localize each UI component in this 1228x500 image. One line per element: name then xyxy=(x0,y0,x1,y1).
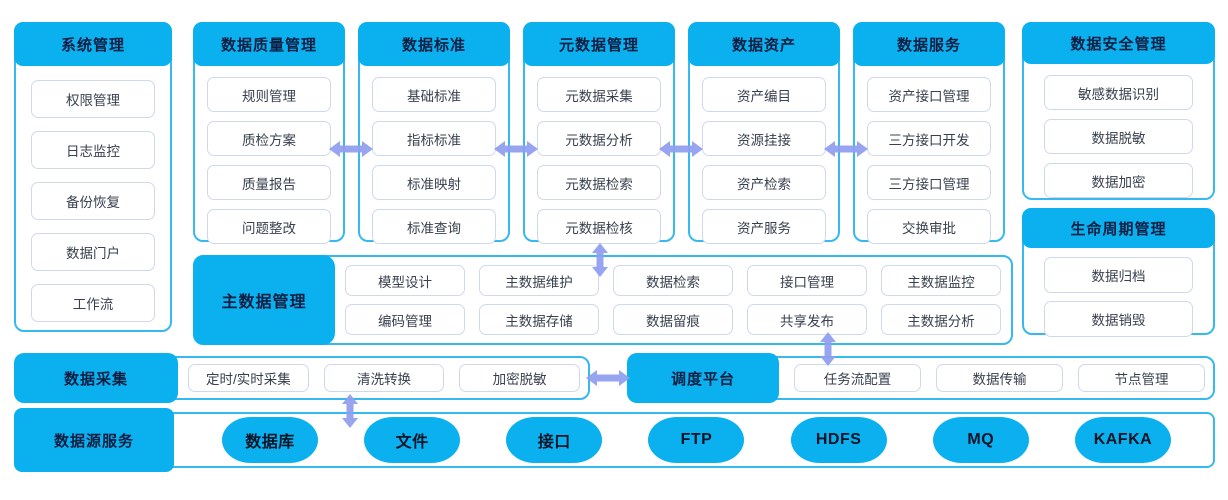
module-list: 资产编目 资源挂接 资产检索 资产服务 xyxy=(690,68,838,244)
module-item: 交换审批 xyxy=(867,209,991,244)
data-source-item: MQ xyxy=(932,417,1029,463)
system-management-panel: 系统管理 权限管理 日志监控 备份恢复 数据门户 工作流 xyxy=(14,22,172,332)
double-arrow-horizontal xyxy=(329,141,373,157)
module-item: 权限管理 xyxy=(31,80,155,118)
module-item: 主数据维护 xyxy=(479,265,599,296)
panel-title: 数据采集 xyxy=(14,353,178,403)
panel-title: 数据服务 xyxy=(853,22,1005,66)
module-grid: 模型设计 主数据维护 数据检索 接口管理 主数据监控 编码管理 主数据存储 数据… xyxy=(345,265,1001,335)
data-source-item: 接口 xyxy=(506,417,603,463)
data-collection-row: 数据采集 定时/实时采集 清洗转换 加密脱敏 xyxy=(14,353,590,403)
module-item: 数据门户 xyxy=(31,233,155,271)
panel-title: 元数据管理 xyxy=(523,22,675,66)
double-arrow-vertical xyxy=(592,243,608,277)
module-item: 工作流 xyxy=(31,284,155,322)
module-list: 敏感数据识别 数据脱敏 数据加密 xyxy=(1024,66,1213,198)
module-item: 三方接口开发 xyxy=(867,121,991,156)
module-list: 规则管理 质检方案 质量报告 问题整改 xyxy=(195,68,343,244)
panel-title: 数据安全管理 xyxy=(1022,22,1215,64)
module-list: 元数据采集 元数据分析 元数据检索 元数据检核 xyxy=(525,68,673,244)
panel-title: 数据资产 xyxy=(688,22,840,66)
panel-title: 主数据管理 xyxy=(193,255,335,345)
module-item: 数据传输 xyxy=(936,364,1063,392)
module-item: 主数据分析 xyxy=(881,304,1001,335)
panel-title: 生命周期管理 xyxy=(1022,208,1215,248)
module-item: 任务流配置 xyxy=(794,364,921,392)
module-item: 节点管理 xyxy=(1078,364,1205,392)
panel-title: 数据标准 xyxy=(358,22,510,66)
module-item: 资源挂接 xyxy=(702,121,826,156)
module-item: 指标标准 xyxy=(372,121,496,156)
data-quality-panel: 数据质量管理 规则管理 质检方案 质量报告 问题整改 xyxy=(193,22,345,244)
double-arrow-horizontal xyxy=(494,141,538,157)
data-source-item: HDFS xyxy=(790,417,887,463)
data-source-item: 文件 xyxy=(364,417,461,463)
module-item: 元数据检核 xyxy=(537,209,661,244)
module-item: 三方接口管理 xyxy=(867,165,991,200)
double-arrow-vertical xyxy=(820,332,836,366)
module-item: 主数据监控 xyxy=(881,265,1001,296)
module-item: 备份恢复 xyxy=(31,182,155,220)
module-item: 定时/实时采集 xyxy=(188,364,309,392)
module-item: 数据留痕 xyxy=(613,304,733,335)
data-standard-panel: 数据标准 基础标准 指标标准 标准映射 标准查询 xyxy=(358,22,510,244)
module-item: 元数据检索 xyxy=(537,165,661,200)
module-item: 共享发布 xyxy=(747,304,867,335)
module-item: 敏感数据识别 xyxy=(1044,75,1193,110)
module-item: 数据检索 xyxy=(613,265,733,296)
module-item: 日志监控 xyxy=(31,131,155,169)
data-service-panel: 数据服务 资产接口管理 三方接口开发 三方接口管理 交换审批 xyxy=(853,22,1005,244)
module-item: 资产编目 xyxy=(702,77,826,112)
panel-title: 数据质量管理 xyxy=(193,22,345,66)
module-item: 问题整改 xyxy=(207,209,331,244)
module-list: 基础标准 指标标准 标准映射 标准查询 xyxy=(360,68,508,244)
module-item: 接口管理 xyxy=(747,265,867,296)
panel-title: 调度平台 xyxy=(627,353,779,403)
module-item: 清洗转换 xyxy=(323,364,445,392)
module-list: 任务流配置 数据传输 节点管理 xyxy=(794,364,1205,392)
module-item: 主数据存储 xyxy=(479,304,599,335)
module-item: 加密脱敏 xyxy=(459,364,581,392)
module-list: 资产接口管理 三方接口开发 三方接口管理 交换审批 xyxy=(855,68,1003,244)
module-item: 数据加密 xyxy=(1044,163,1193,198)
module-item: 标准映射 xyxy=(372,165,496,200)
scheduling-platform-row: 调度平台 任务流配置 数据传输 节点管理 xyxy=(627,353,1215,403)
data-source-item: KAFKA xyxy=(1074,417,1171,463)
metadata-panel: 元数据管理 元数据采集 元数据分析 元数据检索 元数据检核 xyxy=(523,22,675,244)
module-item: 资产服务 xyxy=(702,209,826,244)
module-item: 数据销毁 xyxy=(1044,301,1193,337)
double-arrow-horizontal xyxy=(659,141,703,157)
data-source-list: 数据库 文件 接口 FTP HDFS MQ KAFKA xyxy=(194,417,1199,463)
module-item: 元数据分析 xyxy=(537,121,661,156)
module-item: 基础标准 xyxy=(372,77,496,112)
data-asset-panel: 数据资产 资产编目 资源挂接 资产检索 资产服务 xyxy=(688,22,840,244)
module-item: 数据脱敏 xyxy=(1044,119,1193,154)
module-item: 资产接口管理 xyxy=(867,77,991,112)
module-list: 定时/实时采集 清洗转换 加密脱敏 xyxy=(188,364,581,392)
data-source-row: 数据源服务 数据库 文件 接口 FTP HDFS MQ KAFKA xyxy=(14,408,1215,472)
module-list: 数据归档 数据销毁 xyxy=(1024,250,1213,337)
double-arrow-horizontal xyxy=(586,370,630,386)
module-item: 模型设计 xyxy=(345,265,465,296)
module-item: 质量报告 xyxy=(207,165,331,200)
module-item: 数据归档 xyxy=(1044,257,1193,293)
module-item: 规则管理 xyxy=(207,77,331,112)
double-arrow-horizontal xyxy=(824,141,868,157)
data-security-panel: 数据安全管理 敏感数据识别 数据脱敏 数据加密 xyxy=(1022,22,1215,200)
panel-title: 数据源服务 xyxy=(14,408,174,472)
lifecycle-panel: 生命周期管理 数据归档 数据销毁 xyxy=(1022,208,1215,337)
data-source-item: FTP xyxy=(648,417,745,463)
double-arrow-vertical xyxy=(342,394,358,428)
module-item: 标准查询 xyxy=(372,209,496,244)
panel-title: 系统管理 xyxy=(14,22,172,66)
module-item: 元数据采集 xyxy=(537,77,661,112)
module-item: 质检方案 xyxy=(207,121,331,156)
data-source-item: 数据库 xyxy=(222,417,318,463)
module-list: 权限管理 日志监控 备份恢复 数据门户 工作流 xyxy=(16,68,170,322)
module-item: 资产检索 xyxy=(702,165,826,200)
module-item: 编码管理 xyxy=(345,304,465,335)
